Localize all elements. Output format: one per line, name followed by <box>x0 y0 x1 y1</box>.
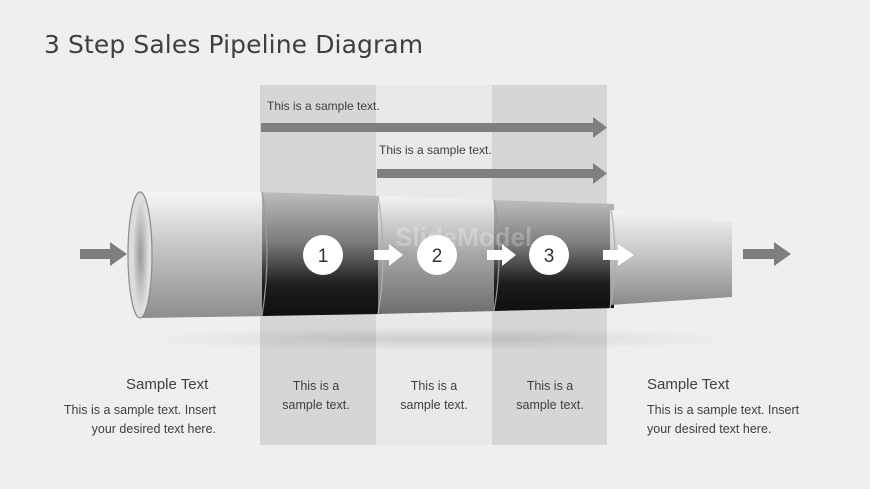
step-2-circle: 2 <box>417 235 457 275</box>
step-1-number: 1 <box>318 246 329 267</box>
watermark: SlideModel <box>395 222 532 252</box>
left-body: This is a sample text. Insert your desir… <box>63 403 216 436</box>
output-arrow <box>743 242 791 266</box>
step-3-caption: This is a sample text. <box>516 379 584 412</box>
flow-arrow-2 <box>487 244 516 266</box>
top-arrow-label: This is a sample text. <box>267 99 380 113</box>
step-1-caption: This is a sample text. <box>282 379 350 412</box>
step-3-number: 3 <box>544 246 555 267</box>
pipe-opening-inner <box>134 200 150 310</box>
slide-title: 3 Step Sales Pipeline Diagram <box>44 30 424 59</box>
top-arrow-short <box>377 163 607 184</box>
step-2-number: 2 <box>432 246 443 267</box>
input-arrow <box>80 242 127 266</box>
pipe-segment-entry <box>140 192 267 318</box>
step-2-caption: This is a sample text. <box>400 379 468 412</box>
right-body: This is a sample text. Insert your desir… <box>647 403 800 436</box>
second-arrow-label: This is a sample text. <box>379 143 492 157</box>
left-heading: Sample Text <box>126 376 209 393</box>
flow-arrows <box>374 244 634 266</box>
pipe-shadow <box>140 327 740 351</box>
top-arrow-long <box>261 117 607 138</box>
pipe-segment-exit <box>610 210 732 305</box>
right-heading: Sample Text <box>647 376 730 393</box>
step-3-circle: 3 <box>529 235 569 275</box>
flow-arrow-3 <box>603 244 634 266</box>
flow-arrow-1 <box>374 244 403 266</box>
step-1-circle: 1 <box>303 235 343 275</box>
